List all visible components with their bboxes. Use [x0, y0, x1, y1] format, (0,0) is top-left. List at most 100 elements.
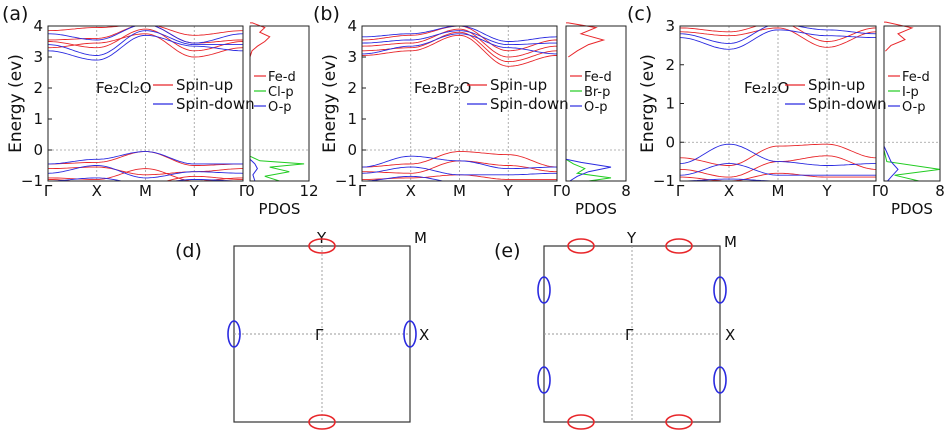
x-tick-label: X: [406, 182, 416, 200]
pdos-axes-frame: [249, 25, 310, 182]
bz-e-y-label: Y: [626, 229, 637, 247]
spin-down-pocket: [227, 320, 241, 348]
spin-up-pocket: [567, 414, 595, 430]
band-lines: [48, 26, 243, 181]
legend-entry: Spin-up: [490, 76, 547, 94]
spin-up-pocket: [308, 238, 336, 254]
spin-down-band: [48, 165, 243, 179]
bz-d-x-label: X: [419, 326, 429, 344]
spin-up-band: [362, 151, 557, 168]
compound-label: Fe₂I₂O: [744, 79, 789, 97]
y-tick-label: 4: [347, 17, 357, 35]
pdos-legend-entry: Fe-d: [268, 70, 296, 85]
spin-down-pocket: [713, 366, 727, 394]
x-tick-label: Γ: [676, 182, 685, 200]
pdos-curve-d: [883, 21, 914, 52]
spin-down-pocket: [713, 276, 727, 304]
spin-down-band: [680, 29, 876, 50]
spin-up-band: [48, 33, 243, 58]
x-tick-label: Y: [821, 182, 832, 200]
spin-down-band: [680, 143, 876, 166]
pdos-axes-frame: [565, 25, 627, 182]
x-tick-label: X: [724, 182, 734, 200]
pdos-curve-d: [566, 22, 606, 58]
spin-up-pocket: [665, 414, 693, 430]
spin-down-pocket: [403, 320, 417, 348]
band-lines: [362, 26, 557, 181]
y-tick-label: 2: [347, 79, 357, 97]
pdos-curve-p: [883, 149, 941, 182]
spin-down-band: [48, 26, 243, 44]
y-tick-label: 1: [33, 110, 43, 128]
y-tick-label: 2: [665, 56, 675, 74]
y-tick-label: 3: [33, 48, 43, 66]
pdos-axis-label: PDOS: [259, 200, 301, 218]
pdos-legend-entry: O-p: [584, 100, 608, 115]
spin-down-band: [48, 30, 243, 56]
bz-e-m-label: M: [724, 233, 737, 251]
pdos-x-tick-label: 0: [245, 182, 255, 200]
x-tick-label: M: [453, 182, 466, 200]
compound-label: Fe₂Cl₂O: [96, 79, 152, 97]
pdos-legend-entry: Fe-d: [584, 70, 612, 85]
spin-up-band: [680, 27, 876, 48]
pdos-legend-entry: O-p: [902, 100, 926, 115]
y-tick-label: −1: [21, 172, 43, 190]
pdos-x-tick-label: 0: [879, 182, 889, 200]
legend-entry: Spin-down: [490, 95, 569, 113]
compound-label: Fe₂Br₂O: [414, 79, 471, 97]
panel-e-label: (e): [494, 240, 521, 262]
spin-up-band: [362, 26, 557, 52]
panel-e: (e) Γ X Y M: [494, 229, 737, 430]
pdos-legend-entry: I-p: [902, 85, 919, 100]
pdos-curve-p: [249, 155, 305, 182]
y-tick-label: 4: [33, 17, 43, 35]
pdos-legend-entry: Fe-d: [902, 70, 930, 85]
y-tick-label: 0: [665, 133, 675, 151]
x-tick-label: M: [139, 182, 152, 200]
spin-down-band: [362, 30, 557, 46]
bz-d-gamma-label: Γ: [315, 326, 324, 344]
legend-entry: Spin-up: [176, 76, 233, 94]
spin-down-band: [362, 26, 557, 42]
spin-up-band: [362, 28, 557, 58]
spin-down-band: [362, 166, 557, 176]
x-tick-label: X: [92, 182, 102, 200]
pdos-legend-entry: Cl-p: [268, 85, 294, 100]
pdos-axes-frame: [883, 25, 941, 182]
spin-down-band: [362, 155, 557, 170]
x-tick-label: Y: [189, 182, 200, 200]
pdos-axis-label: PDOS: [575, 200, 617, 218]
legend-entry: Spin-up: [808, 76, 865, 94]
pdos-x-tick-label: 8: [621, 182, 631, 200]
y-axis-label: Energy (ev): [6, 54, 26, 153]
spin-down-band: [680, 163, 876, 176]
panel-a-label: (a): [2, 3, 28, 25]
spin-up-pocket: [567, 238, 595, 254]
x-tick-label: Y: [503, 182, 514, 200]
x-tick-label: Γ: [553, 182, 562, 200]
spin-down-band: [680, 178, 876, 181]
spin-up-band: [48, 26, 243, 36]
bz-d-m-label: M: [414, 229, 427, 247]
panel-c-label: (c): [627, 3, 652, 25]
spin-up-band: [48, 28, 243, 52]
bz-e-x-label: X: [725, 326, 735, 344]
y-tick-label: 1: [665, 95, 675, 113]
band-lines: [680, 26, 876, 181]
pdos-x-tick-label: 12: [299, 182, 318, 200]
pdos-legend-entry: Br-p: [584, 85, 610, 100]
spin-down-band: [48, 151, 243, 165]
y-tick-label: 0: [33, 141, 43, 159]
band-axes-frame: [361, 25, 558, 182]
spin-down-band: [362, 175, 557, 181]
spin-up-band: [680, 143, 876, 166]
pdos-x-tick-label: 8: [935, 182, 945, 200]
pdos-x-tick-label: 0: [561, 182, 571, 200]
